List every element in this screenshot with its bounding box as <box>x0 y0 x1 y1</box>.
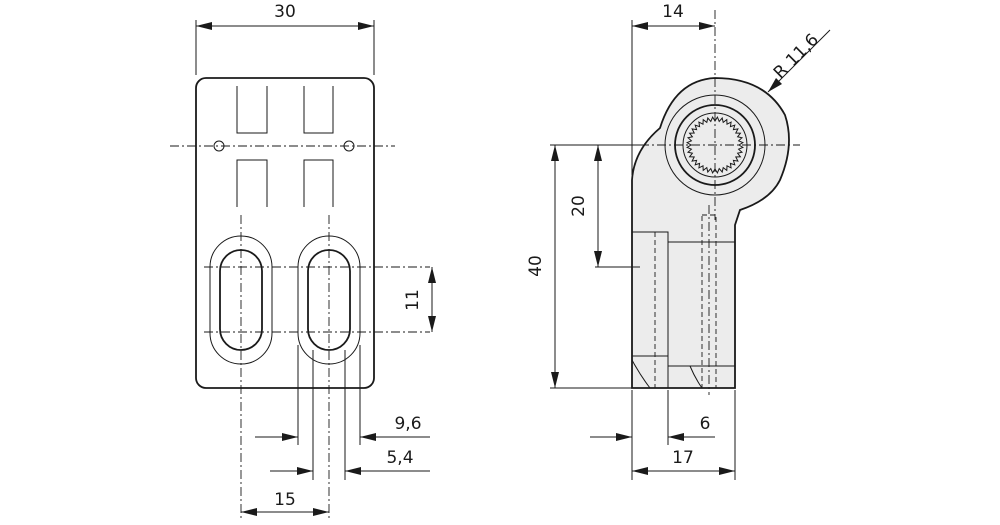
dim-slot-inner-5-4: 5,4 <box>386 448 413 468</box>
front-view: 30 11 9,6 5,4 15 <box>170 2 436 520</box>
dim-radius-11-6: R 11,6 <box>770 30 823 83</box>
side-view: 14 R 11,6 20 40 6 17 <box>526 2 831 480</box>
side-bottom-curve <box>631 359 651 389</box>
dim-slot-height-11: 11 <box>403 289 423 311</box>
dim-step-6: 6 <box>700 414 711 434</box>
dim-axis-height-20: 20 <box>569 195 589 217</box>
dim-total-height-40: 40 <box>526 255 546 277</box>
dim-depth-17: 17 <box>672 448 694 468</box>
side-body-fill <box>632 78 789 388</box>
dim-slot-pitch-15: 15 <box>274 490 296 510</box>
side-body-outline <box>631 77 790 389</box>
front-body-outline <box>195 77 375 389</box>
dim-width-30: 30 <box>274 2 296 22</box>
dim-top-14: 14 <box>662 2 684 22</box>
front-upper-grooves <box>236 86 334 207</box>
dim-slot-outer-9-6: 9,6 <box>394 414 421 434</box>
side-bottom-curve-b <box>689 365 703 389</box>
